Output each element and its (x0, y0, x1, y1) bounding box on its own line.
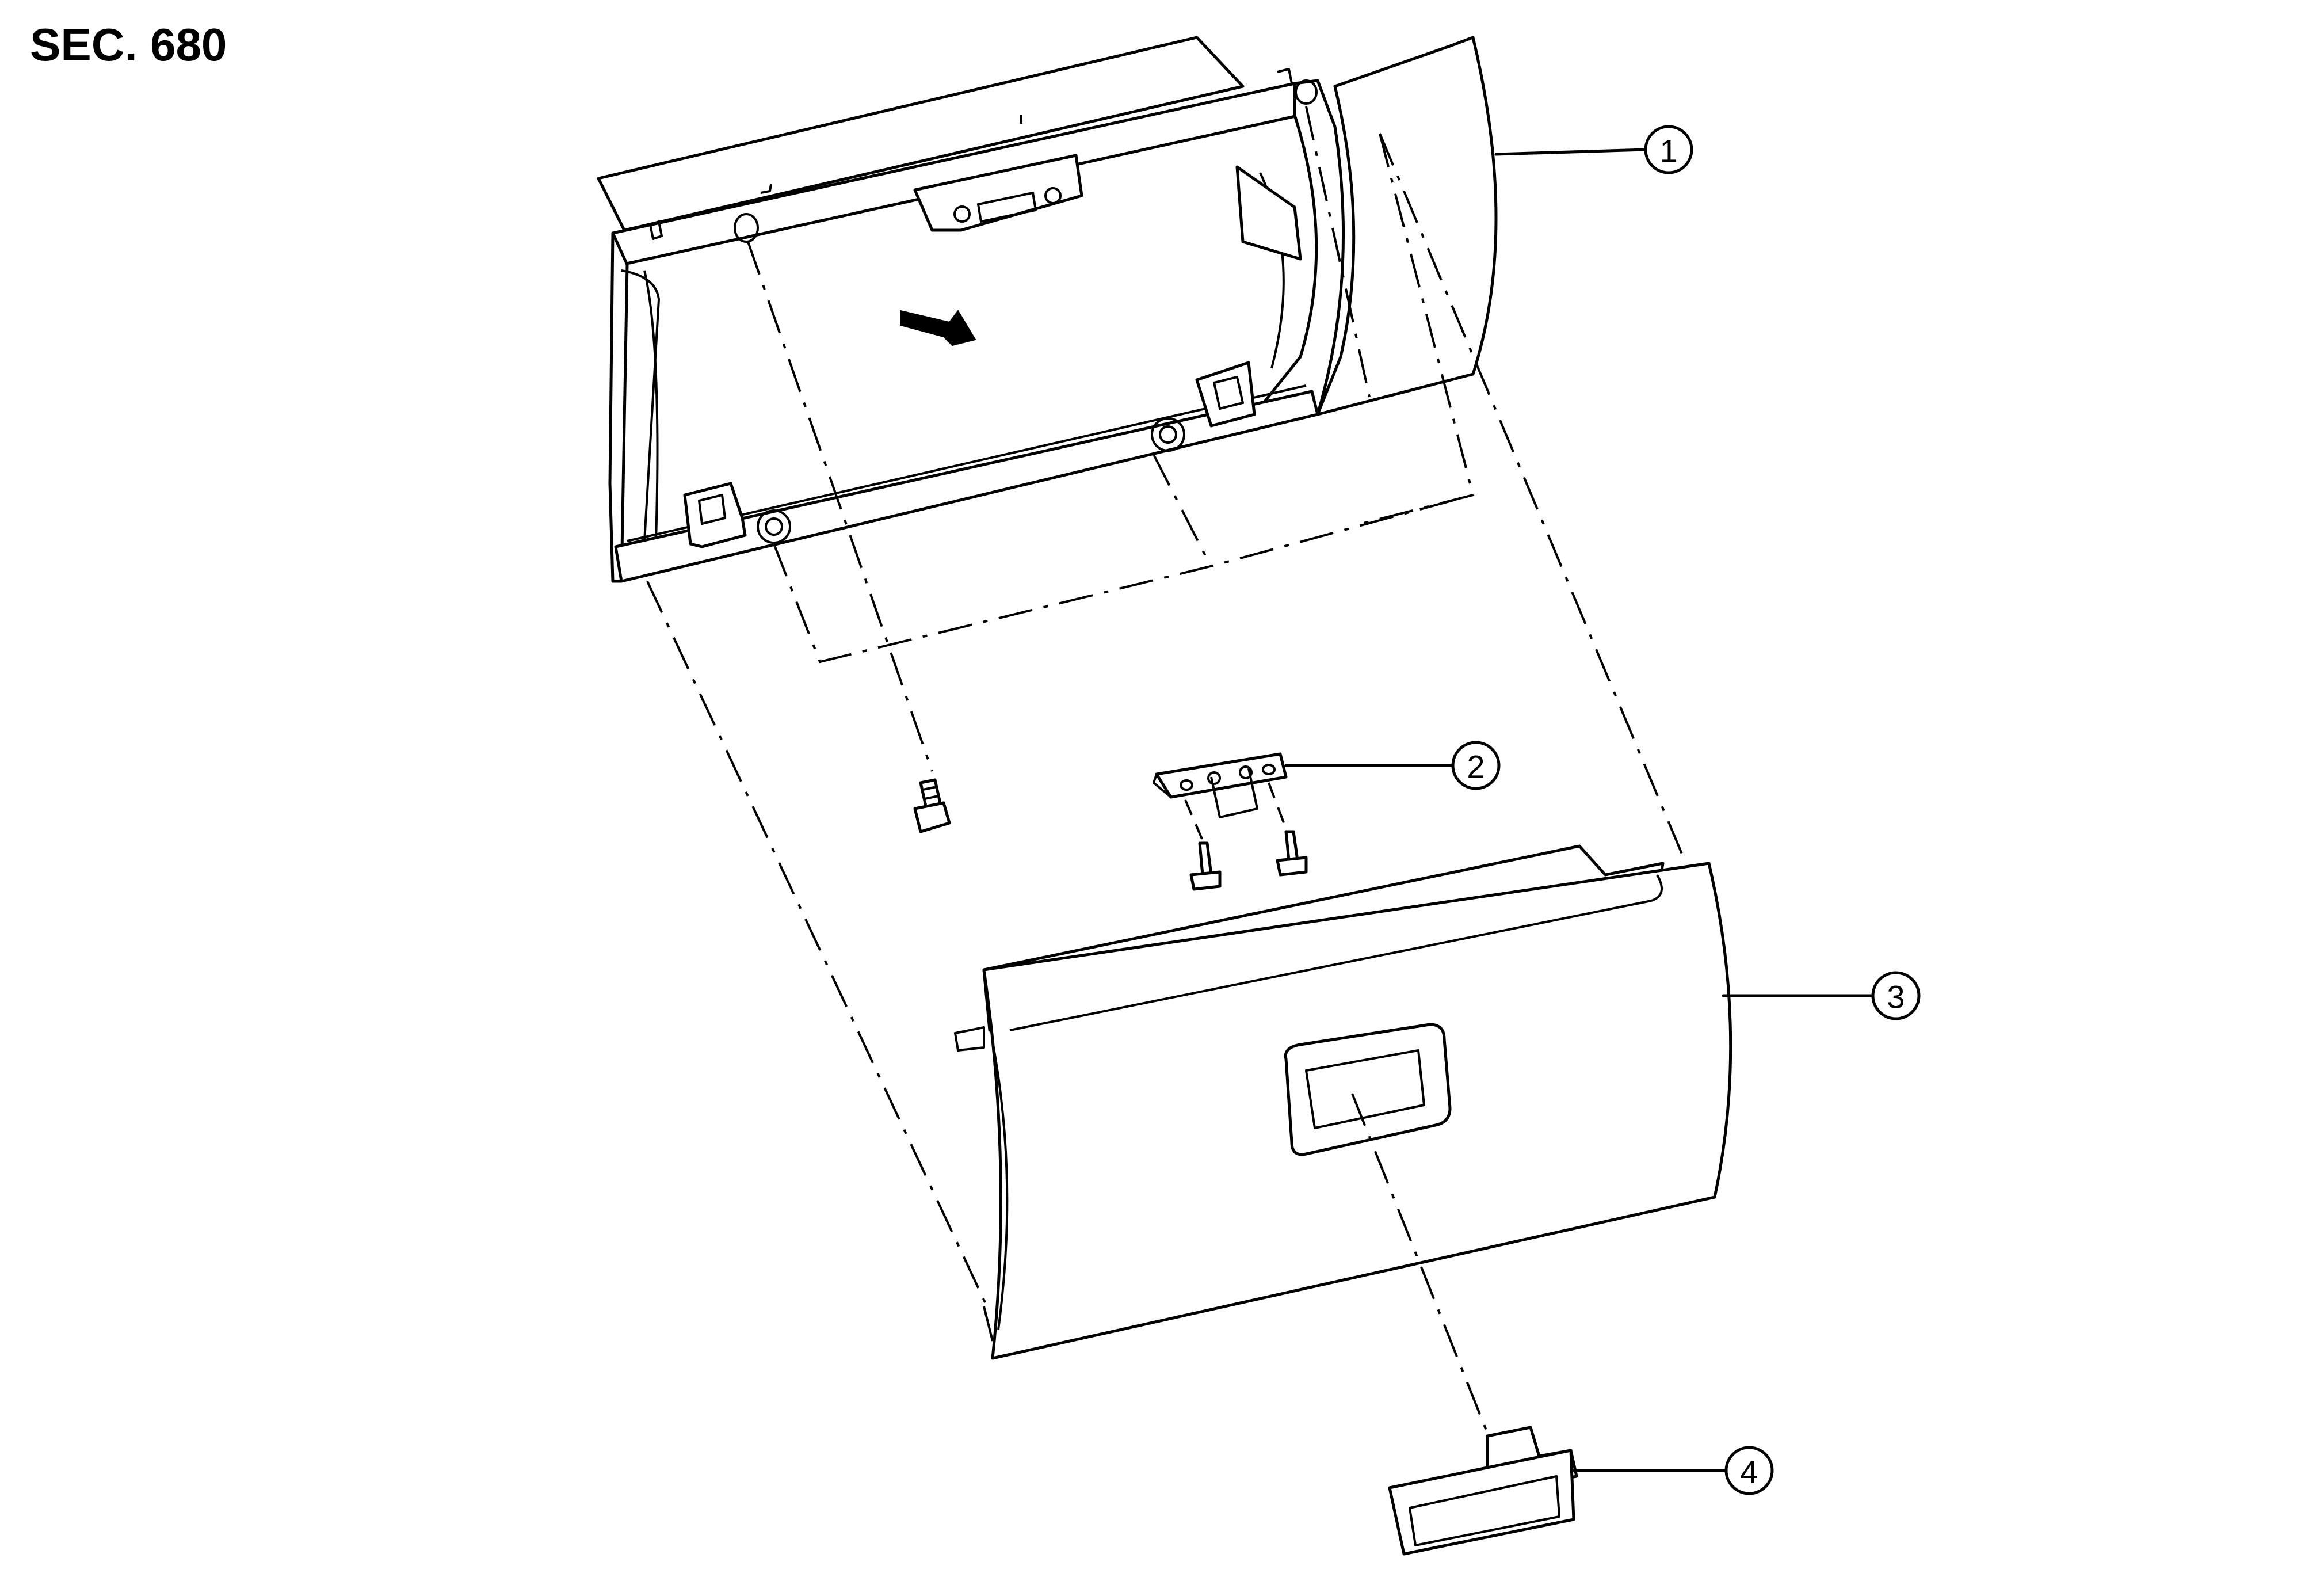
handle (1388, 1426, 1578, 1556)
callout-1-number: 1 (1659, 133, 1677, 169)
alignment-lines (646, 106, 1687, 1434)
callout-4: 4 (1724, 1446, 1774, 1495)
frame-hole-lower-left (757, 509, 791, 544)
callout-2-number: 2 (1467, 749, 1485, 785)
striker (1153, 752, 1288, 818)
frame-hole-upper-left (734, 213, 759, 243)
frame-bottom-rail (614, 390, 1319, 583)
callout-4-number: 4 (1740, 1454, 1758, 1490)
frame-left-pillar (608, 231, 629, 583)
glove-box-lid (954, 844, 1732, 1360)
frame-hole-lower-middle (1151, 417, 1185, 452)
callout-3-number: 3 (1887, 979, 1905, 1015)
lid-handle-opening-inner (1305, 1049, 1425, 1129)
lid-handle-opening-outer (1284, 1023, 1452, 1156)
callout-1: 1 (1644, 125, 1693, 174)
section-label: SEC. 680 (30, 19, 227, 70)
screw-right (1276, 830, 1308, 877)
frame-hinge-right (1195, 361, 1256, 428)
leader-lines (1284, 148, 1875, 1472)
frame-top-box (597, 36, 1245, 232)
glove-box-frame (597, 36, 1498, 583)
bolt (913, 778, 951, 833)
frame-right-panel (1316, 36, 1498, 416)
callout-3: 3 (1871, 971, 1921, 1020)
frame-hinge-left (683, 482, 747, 548)
front-direction-arrow (900, 310, 976, 346)
screw-left (1189, 841, 1222, 891)
callout-2: 2 (1451, 741, 1501, 790)
frame-hole-upper-right (1295, 79, 1318, 105)
